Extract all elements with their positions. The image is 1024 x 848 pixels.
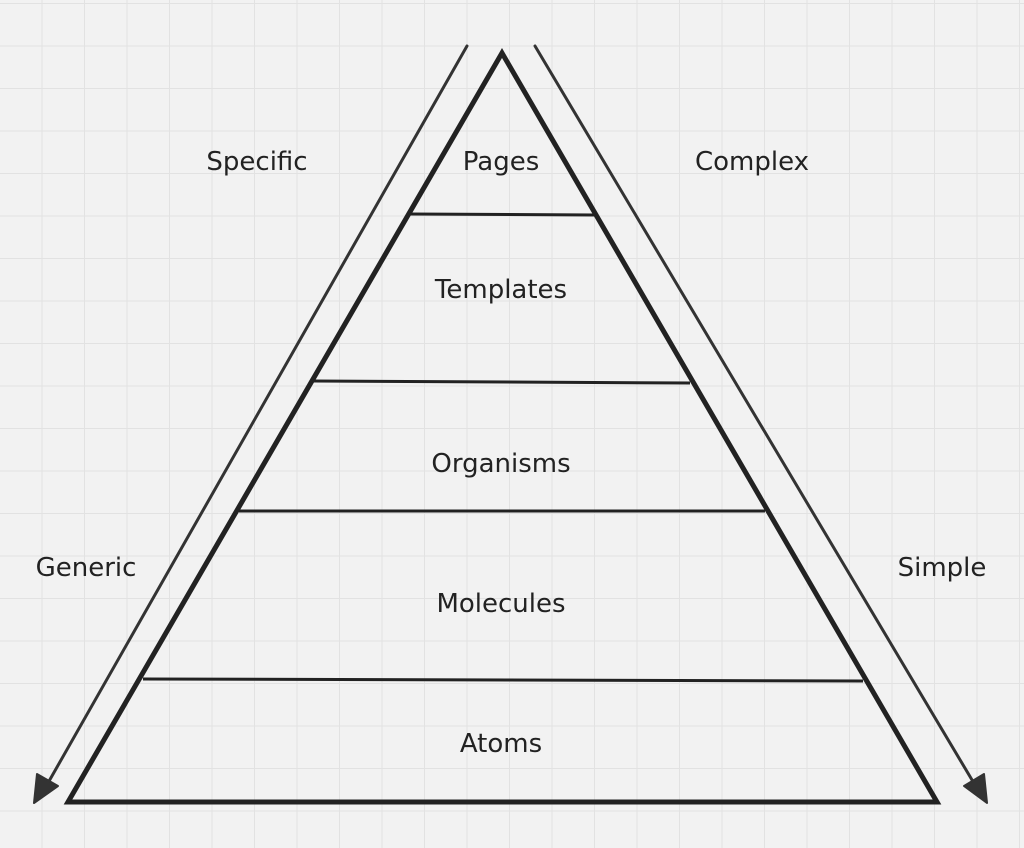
right-arrowhead-icon — [963, 773, 988, 804]
left-arrow-top-label: Specific — [206, 147, 308, 177]
level-label-molecules: Molecules — [436, 589, 566, 619]
right-arrow-bottom-label: Simple — [897, 553, 987, 583]
left-arrow-bottom-label: Generic — [35, 553, 137, 583]
left-arrow-shaft — [42, 44, 469, 792]
level-label-pages: Pages — [462, 147, 540, 177]
divider-molecules-atoms — [142, 677, 864, 683]
level-label-templates: Templates — [434, 275, 568, 305]
divider-templates-organisms — [313, 379, 691, 385]
pyramid-outline — [63, 48, 942, 805]
level-label-organisms: Organisms — [431, 449, 571, 479]
divider-pages-templates — [408, 212, 596, 217]
right-arrow-top-label: Complex — [694, 147, 810, 177]
level-label-atoms: Atoms — [459, 729, 543, 759]
left-arrowhead-icon — [33, 773, 59, 804]
right-arrow-shaft — [533, 44, 980, 792]
